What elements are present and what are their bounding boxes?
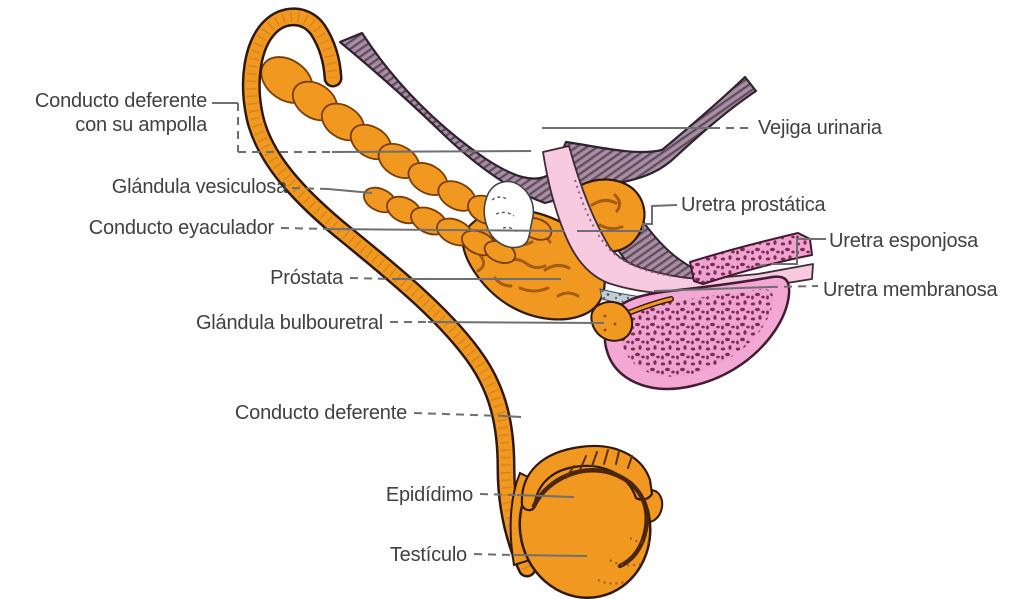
leader-conducto-deferente-b (503, 415, 522, 418)
leader-testiculo-b (512, 554, 588, 557)
leader-uretra-membranosa-b (769, 285, 819, 288)
label-conducto-deferente: Conducto deferente (234, 402, 407, 424)
leader-uretra-membranosa-a (653, 286, 771, 292)
leader-vesiculosa-b (327, 188, 373, 194)
bulbourethral-gland-shape (590, 296, 674, 342)
leader-epididimo-b (516, 494, 575, 498)
corpus-spongiosum-shape (603, 275, 791, 391)
spongy-urethra-tube (689, 232, 813, 285)
leader-vesiculosa-a (291, 187, 329, 190)
label-conducto-deferente-ampolla: Conducto deferente con su ampolla (34, 90, 207, 136)
leader-testiculo-a (473, 553, 514, 556)
label-uretra-membranosa: Uretra membranosa (823, 279, 998, 301)
ampulla-shape (260, 56, 553, 241)
label-glandula-vesiculosa: Glándula vesiculosa (111, 176, 287, 198)
epididymis-duct-curve (531, 468, 649, 569)
leader-uretra-esponjosa-b (772, 238, 826, 265)
label-testiculo: Testículo (389, 544, 467, 566)
testis-texture (597, 537, 653, 585)
vas-deferens-tube (241, 7, 537, 578)
leader-uretra-esponjosa-a (756, 263, 773, 267)
label-conducto-eyaculador: Conducto eyaculador (88, 217, 274, 239)
label-glandula-bulbouretral: Glándula bulbouretral (195, 312, 383, 334)
leader-bulbouretral-b (427, 321, 605, 324)
leader-ampolla-d (331, 150, 532, 153)
leader-prostata-a (349, 277, 394, 280)
leader-epididimo-a (479, 493, 518, 496)
leader-conducto-deferente-a (413, 412, 505, 417)
label-epididimo: Epidídimo (385, 484, 473, 506)
testicle-shape (509, 444, 664, 599)
epididymis-hatching (565, 449, 633, 479)
label-uretra-esponjosa: Uretra esponjosa (829, 230, 979, 252)
seminal-vesicle-shape (363, 186, 517, 264)
label-prostata: Próstata (270, 267, 343, 289)
label-vejiga-urinaria: Vejiga urinaria (758, 117, 882, 139)
leader-lines (212, 102, 826, 557)
leader-eyaculador-b (328, 228, 565, 232)
label-uretra-prostatica: Uretra prostática (681, 194, 826, 216)
leader-uretra-prostatica (577, 204, 678, 232)
leader-eyaculador-a (280, 227, 330, 230)
